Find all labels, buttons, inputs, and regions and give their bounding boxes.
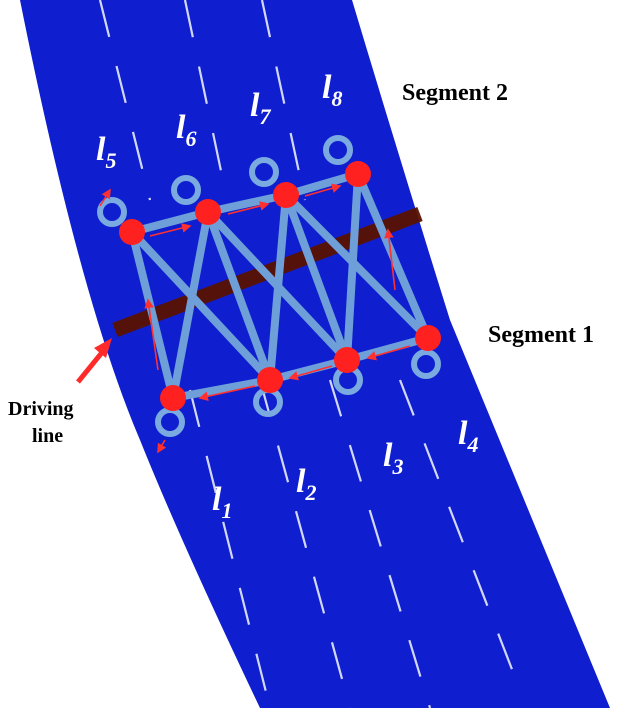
node-lower-1 [160, 385, 186, 411]
node-upper-1 [119, 219, 145, 245]
lane-label-5: l5 [96, 131, 116, 173]
lane-label-8: l8 [322, 69, 342, 111]
lane-label-1: l1 [212, 481, 232, 523]
lane-label-7: l7 [250, 87, 271, 129]
segment-1-label: Segment 1 [488, 322, 594, 348]
node-links [128, 170, 432, 402]
node-lower-4 [415, 325, 441, 351]
nodes [119, 161, 441, 411]
lane-label-3: l3 [383, 437, 403, 479]
lane-label-2: l2 [296, 463, 316, 505]
node-upper-2 [195, 199, 221, 225]
node-lower-3 [334, 347, 360, 373]
segment-2-label: Segment 2 [402, 80, 508, 106]
lane-label-6: l6 [176, 109, 196, 151]
lane-markings [98, 0, 522, 708]
driving-line-label-line2: line [32, 425, 63, 447]
node-lower-2 [257, 367, 283, 393]
lane-label-4: l4 [458, 415, 478, 457]
flow-arrows [99, 183, 411, 454]
node-upper-3 [273, 182, 299, 208]
driving-line-arrowhead [94, 338, 112, 358]
node-upper-4 [345, 161, 371, 187]
driving-line-label-line1: Driving [8, 398, 74, 420]
road-surface [20, 0, 610, 708]
driving-line-arrow [76, 348, 106, 384]
